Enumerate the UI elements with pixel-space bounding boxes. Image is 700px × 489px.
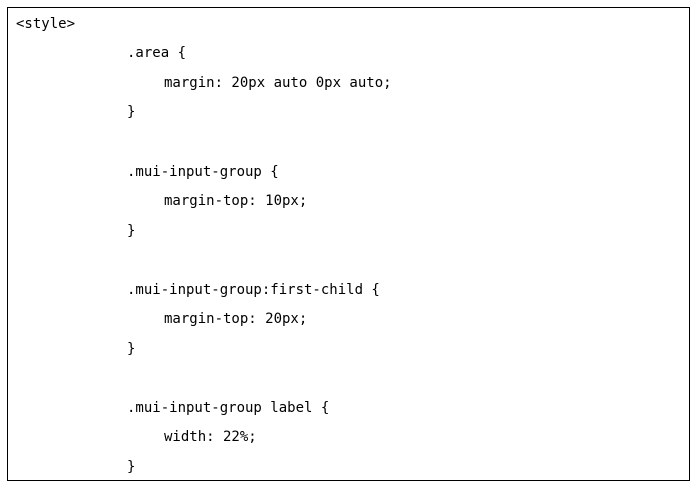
code-line: .area {	[127, 45, 187, 61]
code-line: }	[127, 223, 136, 239]
code-line: margin-top: 10px;	[164, 193, 308, 209]
code-line: margin-top: 20px;	[164, 311, 308, 327]
code-line: .mui-input-group label {	[127, 400, 330, 416]
code-line: }	[127, 104, 136, 120]
code-line: .mui-input-group {	[127, 164, 279, 180]
code-line: <style>	[16, 16, 76, 32]
code-block: <style> .area { margin: 20px auto 0px au…	[7, 7, 690, 481]
code-line: }	[127, 341, 136, 357]
code-line: }	[127, 459, 136, 475]
code-line: .mui-input-group:first-child {	[127, 282, 380, 298]
code-line: margin: 20px auto 0px auto;	[164, 75, 392, 91]
code-line: width: 22%;	[164, 429, 257, 445]
